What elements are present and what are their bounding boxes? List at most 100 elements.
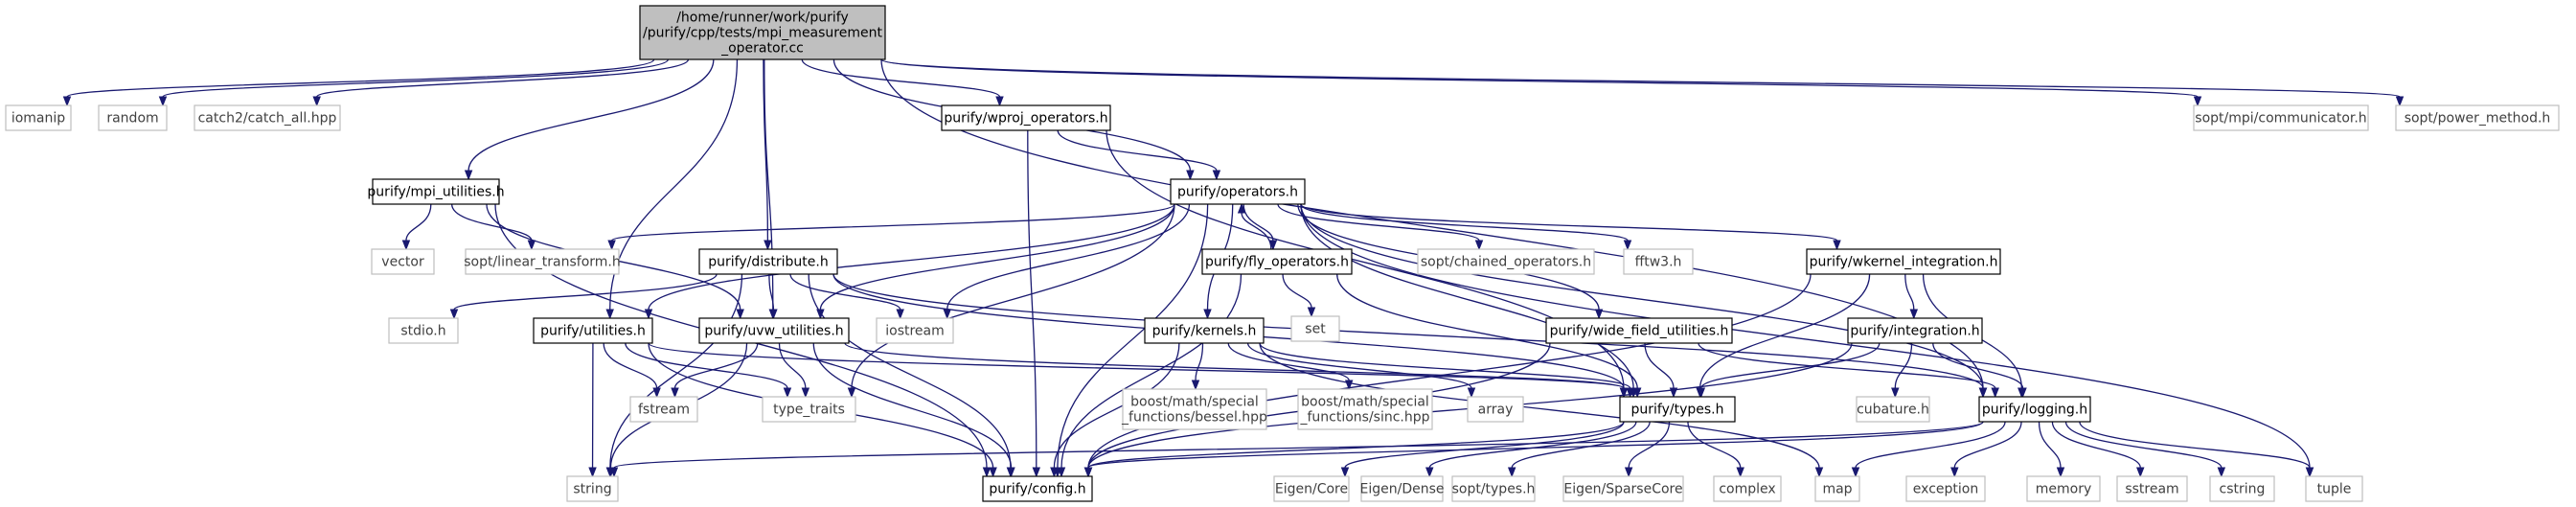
edge-line [946, 203, 1191, 311]
node-label: purify/logging.h [1982, 403, 2087, 418]
node-box [1451, 475, 1536, 502]
edge-line [1300, 203, 1838, 242]
edge-line [832, 273, 1984, 389]
edge-line [1057, 129, 1218, 172]
edge-kernels-to-types [1259, 342, 1634, 399]
edge-line [603, 342, 658, 389]
node-label: type_traits [773, 403, 845, 418]
node-label: complex [1719, 482, 1775, 497]
node-kernels[interactable]: purify/kernels.h [1144, 317, 1265, 344]
node-exception: exception [1905, 475, 1986, 502]
node-box [1806, 248, 2001, 275]
edge-types-to-eigen-core [1340, 421, 1625, 478]
edge-line [1282, 273, 1312, 309]
node-box [1562, 475, 1684, 502]
node-label: cstring [2220, 482, 2266, 497]
edge-line [1698, 342, 1996, 389]
edge-line [625, 342, 788, 389]
edge-logging-to-string [609, 421, 1984, 478]
edge-fly-ops-to-config [1057, 273, 1242, 478]
node-label: sopt/linear_transform.h [464, 255, 621, 270]
node-box [465, 248, 620, 275]
node-types[interactable]: purify/types.h [1619, 396, 1736, 423]
edge-line [2079, 421, 2311, 469]
edge-line [1087, 421, 1625, 469]
node-wproj[interactable]: purify/wproj_operators.h [941, 104, 1111, 131]
edge-line [451, 203, 533, 242]
edge-line [1259, 342, 1631, 389]
edge-logging-to-sstream [2051, 421, 2145, 478]
edge-line [778, 342, 807, 389]
node-integration[interactable]: purify/integration.h [1847, 317, 1983, 344]
node-wide-field[interactable]: purify/wide_field_utilities.h [1545, 317, 1733, 344]
node-uvw[interactable]: purify/uvw_utilities.h [698, 317, 850, 344]
node-logging[interactable]: purify/logging.h [1978, 396, 2091, 423]
node-label: purify/wproj_operators.h [944, 111, 1107, 127]
node-label: purify/utilities.h [540, 324, 646, 339]
edge-line [1277, 203, 1480, 242]
edge-root-to-mpi-utilities [464, 58, 715, 181]
arrow-head [989, 467, 997, 478]
node-box [1360, 475, 1444, 502]
node-sopt-types: sopt/types.h [1451, 475, 1536, 502]
node-label: purify/wide_field_utilities.h [1550, 324, 1729, 339]
node-wkernel[interactable]: purify/wkernel_integration.h [1806, 248, 2001, 275]
edge-logging-to-exception [1950, 421, 2022, 478]
edge-wproj-to-operators [1057, 129, 1221, 181]
node-distribute[interactable]: purify/distribute.h [698, 248, 838, 275]
edge-uvw-to-types [844, 342, 1629, 399]
node-sopt-power: sopt/power_method.h [2395, 104, 2560, 131]
edge-line [1336, 273, 1638, 389]
edge-kernels-to-bessel [1191, 342, 1204, 391]
node-iostream: iostream [876, 317, 954, 344]
node-label: iostream [885, 324, 945, 339]
node-label: purify/wkernel_integration.h [1810, 255, 1998, 270]
edge-integration-to-logging [1932, 342, 2027, 399]
edge-distribute-to-config [808, 273, 1015, 478]
node-label: _operator.cc [720, 41, 804, 57]
node-box [1170, 178, 1306, 205]
edge-root-to-utilities [605, 58, 739, 320]
edge-logging-to-config [1083, 421, 1984, 478]
edge-line [467, 58, 715, 172]
edge-kernels-to-array [1246, 342, 1476, 399]
edge-line [1644, 342, 1675, 389]
node-utilities[interactable]: purify/utilities.h [533, 317, 653, 344]
node-config[interactable]: purify/config.h [982, 475, 1093, 502]
arrow-head [1833, 240, 1841, 251]
arrow-head [1212, 170, 1221, 181]
arrow-head [1991, 387, 1999, 399]
arrow-head [1050, 467, 1059, 478]
edge-line [1855, 421, 2006, 469]
edge-wide-field-to-types [1644, 342, 1678, 399]
node-eigen-sparse: Eigen/SparseCore [1562, 475, 1684, 502]
edge-line [768, 273, 775, 311]
edge-line [844, 342, 1625, 389]
node-label: purify/integration.h [1850, 324, 1979, 339]
node-operators[interactable]: purify/operators.h [1170, 178, 1306, 205]
node-label: sstream [2125, 482, 2178, 497]
node-fly-ops[interactable]: purify/fly_operators.h [1201, 248, 1353, 275]
edge-line [808, 273, 1012, 469]
node-label: purify/kernels.h [1152, 324, 1257, 339]
node-label: stdio.h [400, 324, 445, 339]
node-label: sopt/mpi/communicator.h [2195, 111, 2366, 127]
node-label: cubature.h [1857, 403, 1929, 418]
edge-distribute-to-iostream [789, 273, 904, 320]
arrow-head [1594, 309, 1604, 320]
edge-line [1904, 273, 1915, 311]
node-fftw3: fftw3.h [1623, 248, 1694, 275]
edge-line [1242, 203, 1274, 242]
edge-wkernel-to-integration [1904, 273, 1919, 320]
arrow-head [982, 467, 992, 478]
arrow-head [1425, 467, 1434, 478]
edge-operators-to-sopt-chained [1277, 203, 1484, 251]
node-label: set [1305, 322, 1326, 337]
node-root[interactable]: /home/runner/work/purify/purify/cpp/test… [639, 5, 886, 60]
node-mpi-utilities[interactable]: purify/mpi_utilities.h [367, 178, 505, 205]
node-sinc: boost/math/special_functions/sinc.hpp [1297, 388, 1433, 430]
arrow-head [312, 96, 321, 107]
node-box [98, 104, 168, 131]
node-label: purify/config.h [989, 482, 1085, 497]
node-box [2395, 104, 2560, 131]
